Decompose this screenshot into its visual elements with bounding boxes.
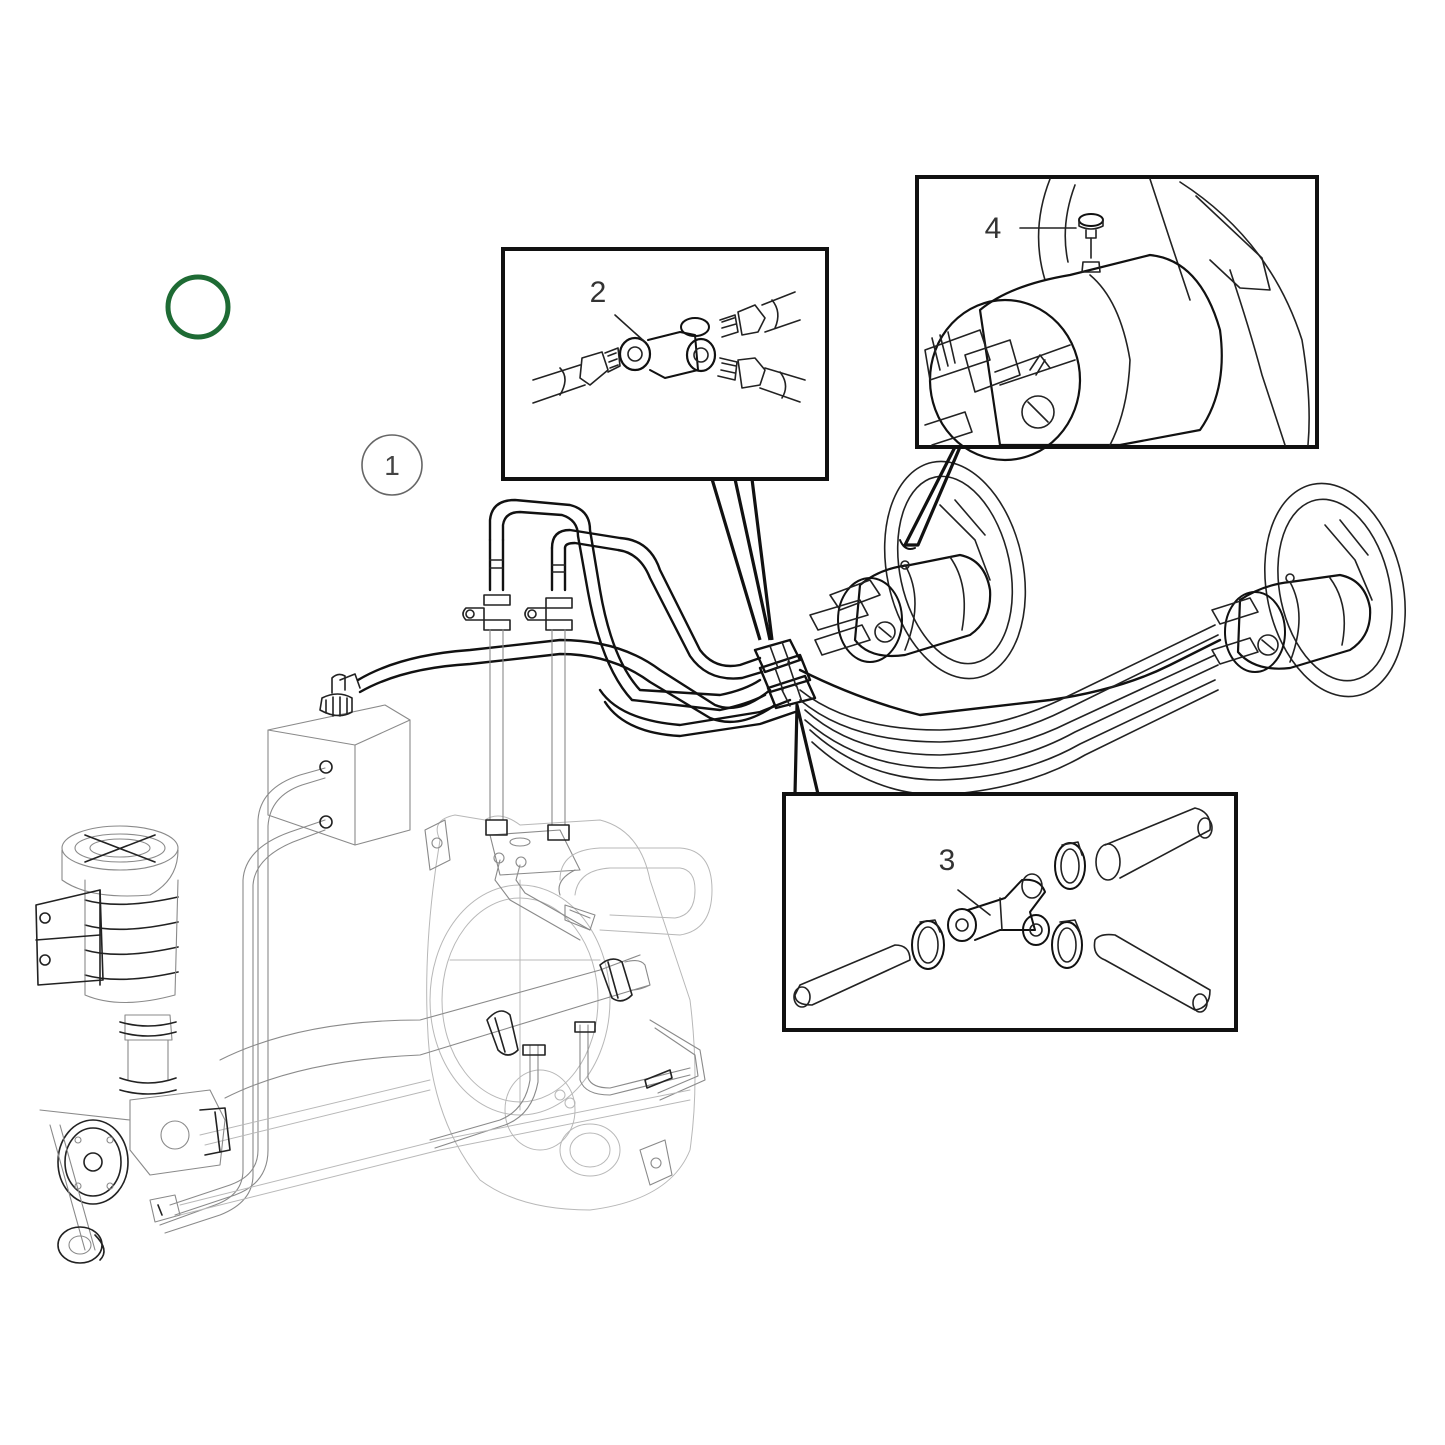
engine-assembly	[424, 814, 713, 1211]
intake-hose	[119, 1014, 177, 1095]
callout-box-4: 4	[915, 175, 1319, 462]
helm-hose-bundle	[799, 624, 1219, 796]
reservoir-tank	[267, 673, 411, 846]
vertical-pipes	[462, 538, 573, 841]
callout-4-label: 4	[985, 212, 1002, 245]
power-steering-pump	[39, 1089, 231, 1264]
coolant-hose	[219, 954, 706, 1149]
lower-helm-station	[1211, 482, 1407, 698]
air-filter	[35, 825, 179, 1004]
return-pipes	[159, 767, 691, 1234]
callout-box-2: 2	[501, 247, 829, 481]
hose-clamp	[599, 958, 651, 1002]
callout-4-leader	[899, 446, 962, 550]
callout-3-label: 3	[939, 844, 956, 877]
callout-1: 1	[361, 434, 423, 496]
steering-hoses	[488, 498, 797, 738]
marker-ring	[165, 274, 231, 340]
callout-1-label: 1	[384, 450, 400, 481]
upper-helm-station	[798, 460, 1222, 717]
hose-junction	[753, 638, 817, 710]
callout-box-3: 3	[782, 792, 1238, 1032]
hose-clamp	[486, 1010, 519, 1056]
callout-2-label: 2	[590, 276, 607, 309]
callout-2-leader	[700, 477, 774, 641]
callout-3-leader	[784, 703, 820, 796]
